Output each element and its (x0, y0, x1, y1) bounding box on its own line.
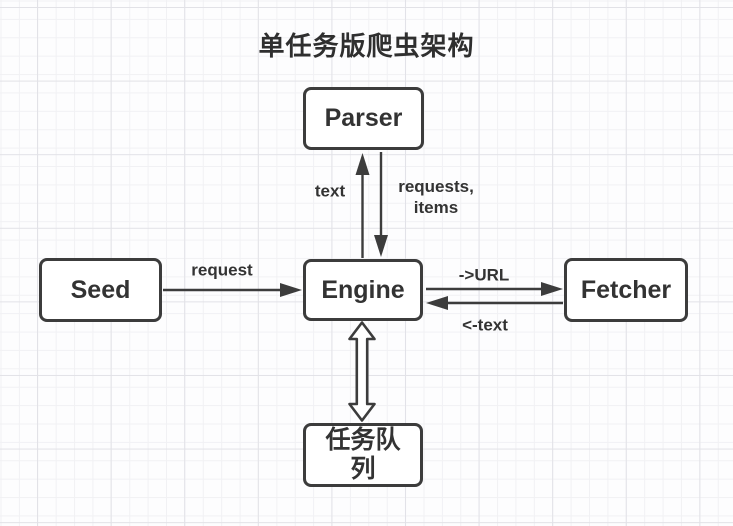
edge-label-text-return: <-text (462, 315, 508, 335)
node-task-queue: 任务队 列 (303, 423, 423, 487)
edge-parser-to-engine (374, 152, 388, 257)
node-parser: Parser (303, 87, 424, 150)
node-task-queue-label: 任务队 列 (325, 426, 401, 483)
node-fetcher-label: Fetcher (580, 275, 672, 304)
node-seed-label: Seed (70, 275, 131, 304)
edge-fetcher-to-engine (426, 296, 563, 310)
edge-engine-to-taskqueue-double-arrow (348, 321, 376, 422)
edge-seed-to-engine (163, 283, 302, 297)
edge-label-url: ->URL (458, 265, 510, 285)
edge-label-text: text (314, 181, 346, 201)
edge-label-request: request (191, 260, 253, 280)
node-parser-label: Parser (324, 104, 403, 133)
node-engine-label: Engine (321, 275, 405, 304)
edge-engine-to-fetcher (426, 282, 563, 296)
node-seed: Seed (39, 258, 162, 322)
edge-engine-to-parser (355, 153, 370, 258)
edge-label-requests-items: requests, items (398, 177, 474, 217)
node-fetcher: Fetcher (564, 258, 688, 322)
node-engine: Engine (303, 259, 423, 321)
diagram-title: 单任务版爬虫架构 (258, 31, 475, 61)
